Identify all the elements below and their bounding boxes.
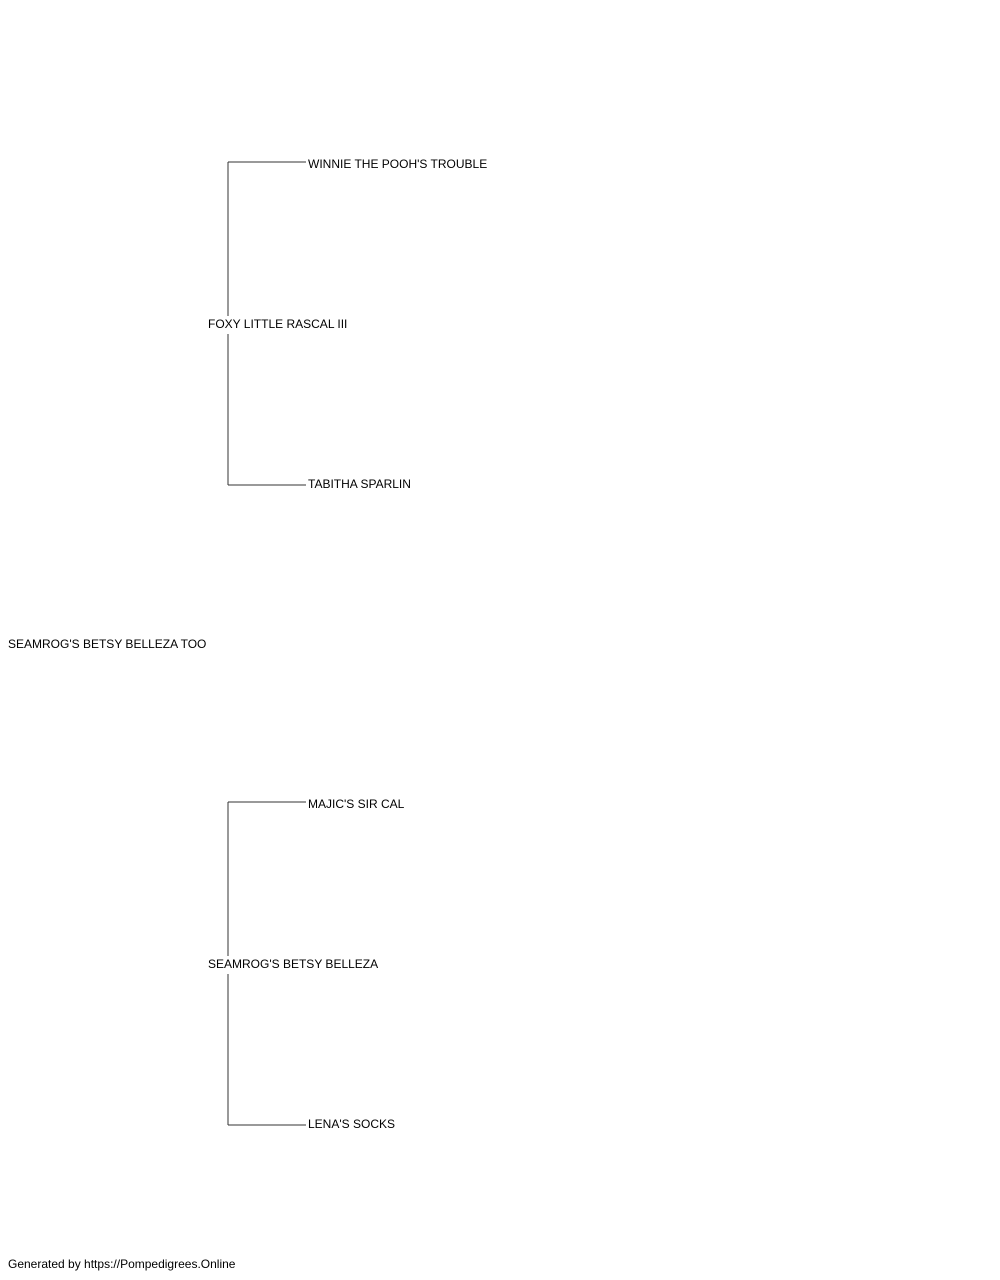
subject-name: SEAMROG'S BETSY BELLEZA TOO <box>8 637 207 651</box>
dam-name: SEAMROG'S BETSY BELLEZA <box>208 957 379 971</box>
sire-dam-name: TABITHA SPARLIN <box>308 477 411 491</box>
sire-name: FOXY LITTLE RASCAL III <box>208 317 348 331</box>
dam-sire-name: MAJIC'S SIR CAL <box>308 797 405 811</box>
sire-sire-name: WINNIE THE POOH'S TROUBLE <box>308 157 488 171</box>
generated-by-footer: Generated by https://Pompedigrees.Online <box>8 1257 236 1271</box>
dam-dam-name: LENA'S SOCKS <box>308 1117 395 1131</box>
